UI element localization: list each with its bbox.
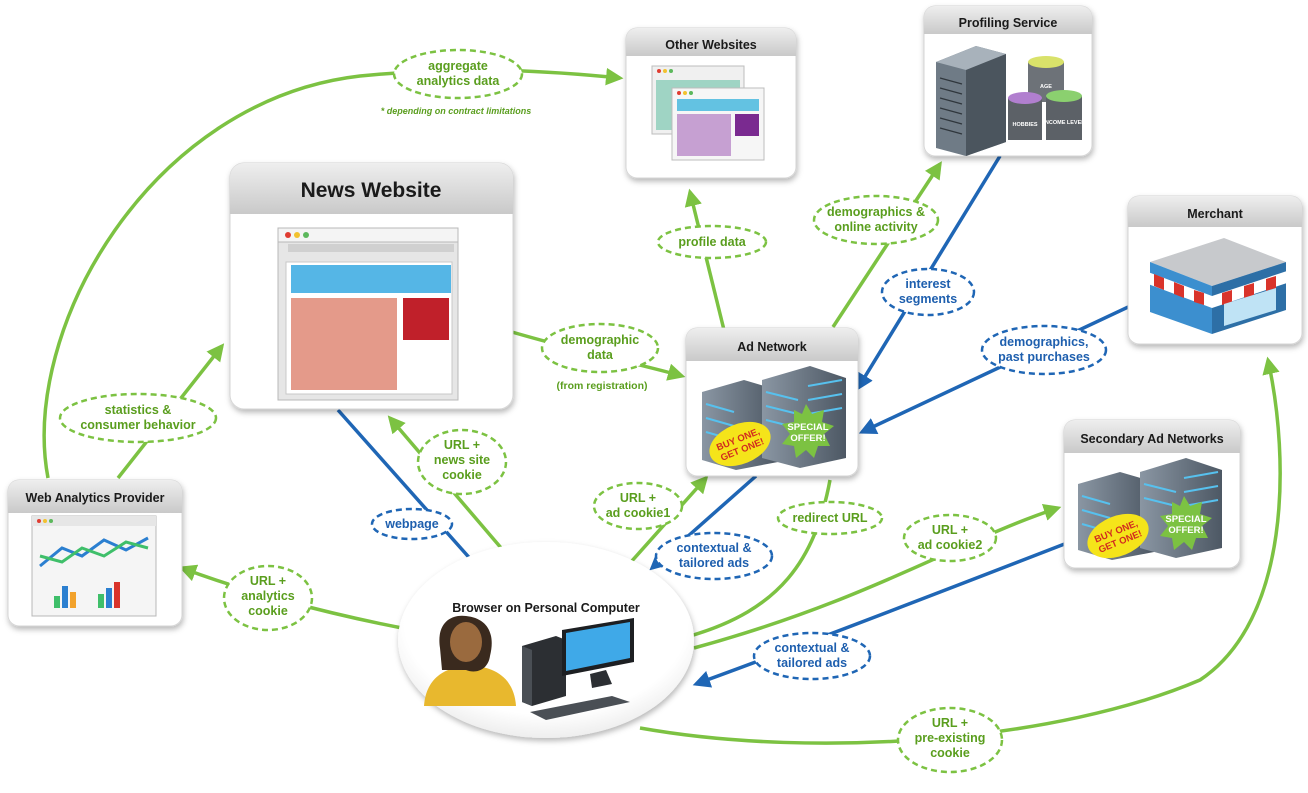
paint-can-label-hobbies: HOBBIES	[1012, 122, 1037, 128]
label-redirect-url: redirect URL	[792, 511, 867, 525]
label-url-preexisting-cookie-line3: cookie	[930, 746, 970, 760]
server-icon	[936, 46, 1006, 156]
badge-special-offer-line2: OFFER!	[790, 433, 825, 444]
label-url-analytics-cookie-line2: analytics	[241, 589, 295, 603]
browser-window-icon	[651, 65, 765, 161]
label-contextual-ads-2-line1: contextual &	[774, 641, 849, 655]
profiling-service-title: Profiling Service	[959, 16, 1058, 30]
label-url-ad-cookie1-line1: URL +	[620, 491, 656, 505]
paint-can-label-income: INCOME LEVEL	[1043, 120, 1085, 126]
label-url-news-cookie-line1: URL +	[444, 438, 480, 452]
note-from-registration: (from registration)	[556, 380, 647, 392]
browser-title: Browser on Personal Computer	[452, 601, 640, 615]
arrow-contextual-ads-2	[692, 536, 1081, 688]
label-demographics-online-line2: online activity	[834, 220, 917, 234]
label-demographic-data-line1: demographic	[561, 333, 640, 347]
arrow-demographics-online	[831, 161, 942, 328]
arrow-webpage	[336, 408, 485, 575]
label-statistics-behavior-line1: statistics &	[105, 403, 172, 417]
label-url-ad-cookie2-line2: ad cookie2	[918, 538, 983, 552]
badge-buy-one	[1087, 513, 1149, 559]
badge-special-offer-line2: OFFER!	[1168, 525, 1203, 536]
arrow-profile-data	[684, 188, 726, 331]
arrow-url-preexisting-cookie	[639, 356, 1282, 745]
label-url-analytics-cookie-line3: cookie	[248, 604, 288, 618]
arrow-url-ad-cookie2	[693, 504, 1062, 650]
flow-labels: aggregate analytics data * depending on …	[58, 48, 1108, 774]
storefront-icon	[1148, 238, 1290, 334]
news-website-title: News Website	[301, 179, 442, 202]
label-url-preexisting-cookie-line1: URL +	[932, 716, 968, 730]
label-demographics-online-line1: demographics &	[827, 205, 925, 219]
label-profile-data: profile data	[678, 235, 746, 249]
label-interest-segments-line2: segments	[899, 292, 957, 306]
label-statistics-behavior-line2: consumer behavior	[80, 418, 195, 432]
label-contextual-ads-1-line2: tailored ads	[679, 556, 749, 570]
label-aggregate-analytics-line1: aggregate	[428, 59, 488, 73]
ad-network-title: Ad Network	[737, 340, 807, 354]
label-url-ad-cookie2-line1: URL +	[932, 523, 968, 537]
analytics-chart-icon	[31, 515, 157, 617]
other-websites-title: Other Websites	[665, 38, 757, 52]
person-icon	[424, 615, 516, 706]
merchant-title: Merchant	[1187, 207, 1243, 221]
arrow-url-news-cookie	[387, 415, 522, 572]
label-demographic-data-line2: data	[587, 348, 614, 362]
secondary-ad-networks-title: Secondary Ad Networks	[1080, 432, 1223, 446]
office-building-icon: BUY ONE, GET ONE! SPECIAL OFFER!	[702, 366, 846, 470]
badge-buy-one	[709, 421, 771, 467]
label-url-ad-cookie1-line2: ad cookie1	[606, 506, 671, 520]
label-demographics-purchases-line2: past purchases	[998, 350, 1090, 364]
paint-can-icon: AGE HOBBIES INCOME LEVEL	[1008, 56, 1085, 140]
label-url-preexisting-cookie-line2: pre-existing	[915, 731, 986, 745]
badge-special-offer	[782, 404, 834, 458]
label-url-news-cookie-line3: cookie	[442, 468, 482, 482]
badge-special-offer	[1160, 496, 1212, 550]
contract-note: * depending on contract limitations	[381, 106, 532, 116]
label-webpage: webpage	[384, 517, 439, 531]
label-contextual-ads-2-line2: tailored ads	[777, 656, 847, 670]
arrow-url-ad-cookie1	[620, 475, 709, 574]
label-contextual-ads-1-line1: contextual &	[676, 541, 751, 555]
web-analytics-provider-title: Web Analytics Provider	[26, 491, 165, 505]
desktop-computer-icon	[522, 618, 634, 720]
label-aggregate-analytics-line2: analytics data	[417, 74, 501, 88]
badge-special-offer-line1: SPECIAL	[1165, 514, 1206, 525]
label-url-news-cookie-line2: news site	[434, 453, 490, 467]
label-demographics-purchases-line1: demographics,	[1000, 335, 1089, 349]
badge-special-offer-line1: SPECIAL	[787, 422, 828, 433]
label-url-analytics-cookie-line1: URL +	[250, 574, 286, 588]
paint-can-label-age: AGE	[1040, 84, 1052, 90]
browser-window-icon	[277, 227, 459, 401]
label-interest-segments-line1: interest	[905, 277, 951, 291]
arrow-aggregate-analytics	[42, 67, 624, 479]
office-building-icon: BUY ONE, GET ONE! SPECIAL OFFER!	[1078, 458, 1222, 560]
